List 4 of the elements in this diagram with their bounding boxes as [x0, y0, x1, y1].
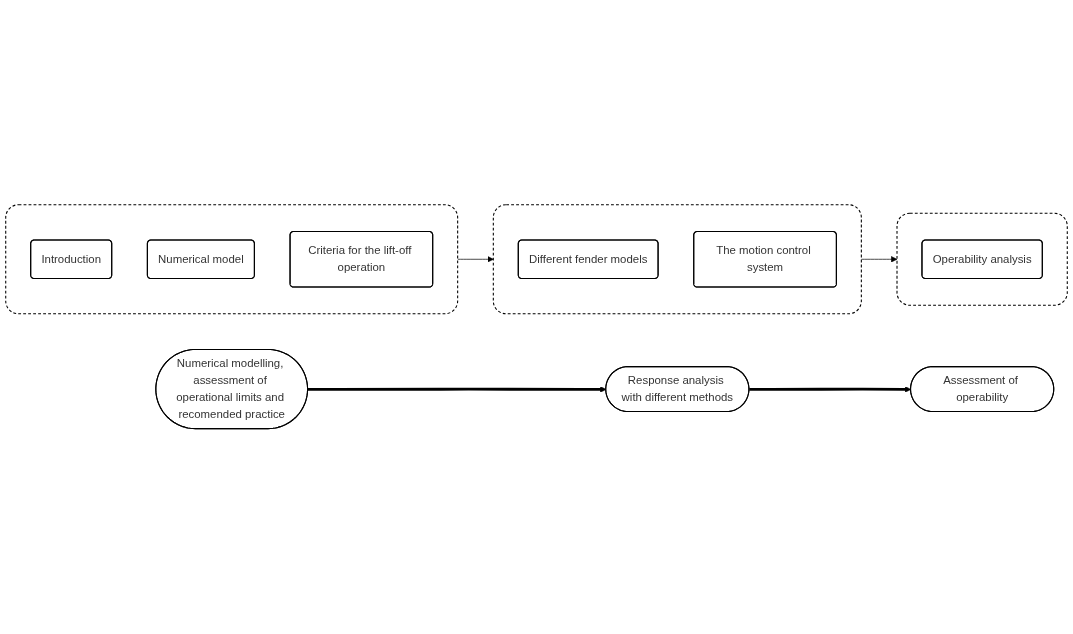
cluster — [5, 204, 459, 315]
cluster — [492, 204, 862, 315]
arrow — [307, 386, 607, 393]
cluster — [896, 213, 1068, 307]
